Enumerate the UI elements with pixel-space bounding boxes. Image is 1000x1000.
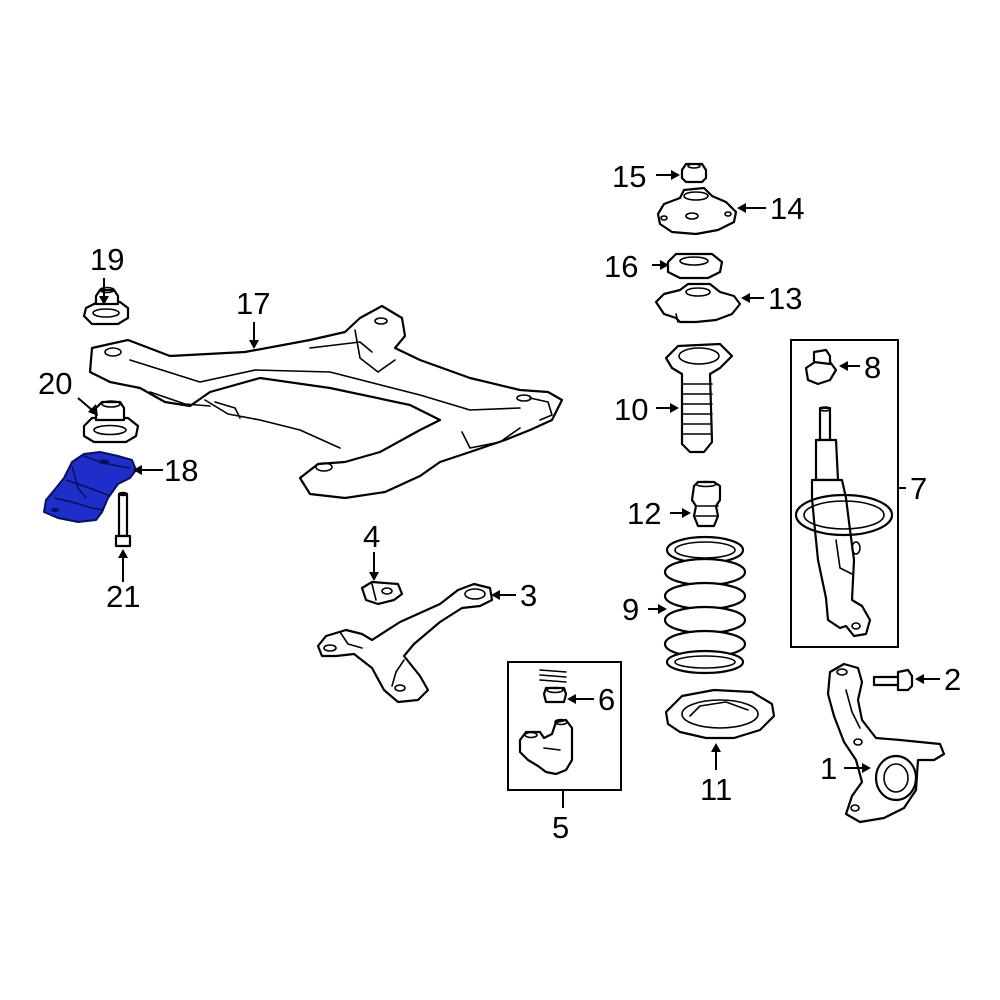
label-17: 17 — [236, 286, 270, 321]
label-3: 3 — [520, 578, 537, 613]
label-16: 16 — [604, 249, 638, 284]
label-21: 21 — [106, 579, 140, 614]
part-3-control-arm[interactable] — [316, 582, 494, 704]
label-10: 10 — [614, 392, 648, 427]
part-10-dust-boot[interactable] — [664, 342, 734, 454]
part-4-bushing[interactable] — [360, 580, 404, 606]
label-4: 4 — [363, 519, 380, 554]
part-19-upper-bushing[interactable] — [82, 286, 130, 326]
leader-lines — [77, 170, 940, 808]
part-20-lower-bushing[interactable] — [82, 400, 140, 444]
label-6: 6 — [598, 682, 615, 717]
label-9: 9 — [622, 592, 639, 627]
label-7: 7 — [910, 471, 927, 506]
part-17-crossmember[interactable] — [88, 304, 564, 500]
part-8-strut-nut[interactable] — [804, 348, 838, 386]
part-14-strut-mount[interactable] — [656, 186, 738, 236]
part-number-labels: 19 20 18 21 17 4 3 6 5 15 14 16 13 10 12… — [38, 159, 961, 845]
label-2: 2 — [944, 662, 961, 697]
label-1: 1 — [820, 751, 837, 786]
part-2-bolt[interactable] — [872, 668, 914, 692]
part-21-bolt[interactable] — [114, 491, 132, 548]
part-11-insulator[interactable] — [664, 688, 776, 740]
part-7-strut-assembly-group[interactable] — [790, 339, 899, 648]
part-5-ball-joint-group[interactable] — [507, 661, 622, 791]
part-13-spring-seat[interactable] — [654, 282, 742, 324]
part-12-bump-stop[interactable] — [690, 480, 722, 528]
part-16-bearing[interactable] — [666, 252, 724, 280]
label-5: 5 — [552, 810, 569, 845]
part-6-nut[interactable] — [542, 686, 568, 704]
part-1-steering-knuckle[interactable] — [826, 662, 946, 824]
part-18-bracket-highlighted[interactable] — [43, 451, 137, 523]
part-15-top-nut[interactable] — [680, 162, 708, 184]
label-18: 18 — [164, 453, 198, 488]
label-14: 14 — [770, 191, 804, 226]
label-15: 15 — [612, 159, 646, 194]
part-9-coil-spring[interactable] — [663, 535, 747, 675]
label-8: 8 — [864, 350, 881, 385]
label-11: 11 — [700, 772, 732, 807]
label-13: 13 — [768, 281, 802, 316]
label-20: 20 — [38, 366, 72, 401]
label-19: 19 — [90, 242, 124, 277]
label-12: 12 — [627, 496, 661, 531]
